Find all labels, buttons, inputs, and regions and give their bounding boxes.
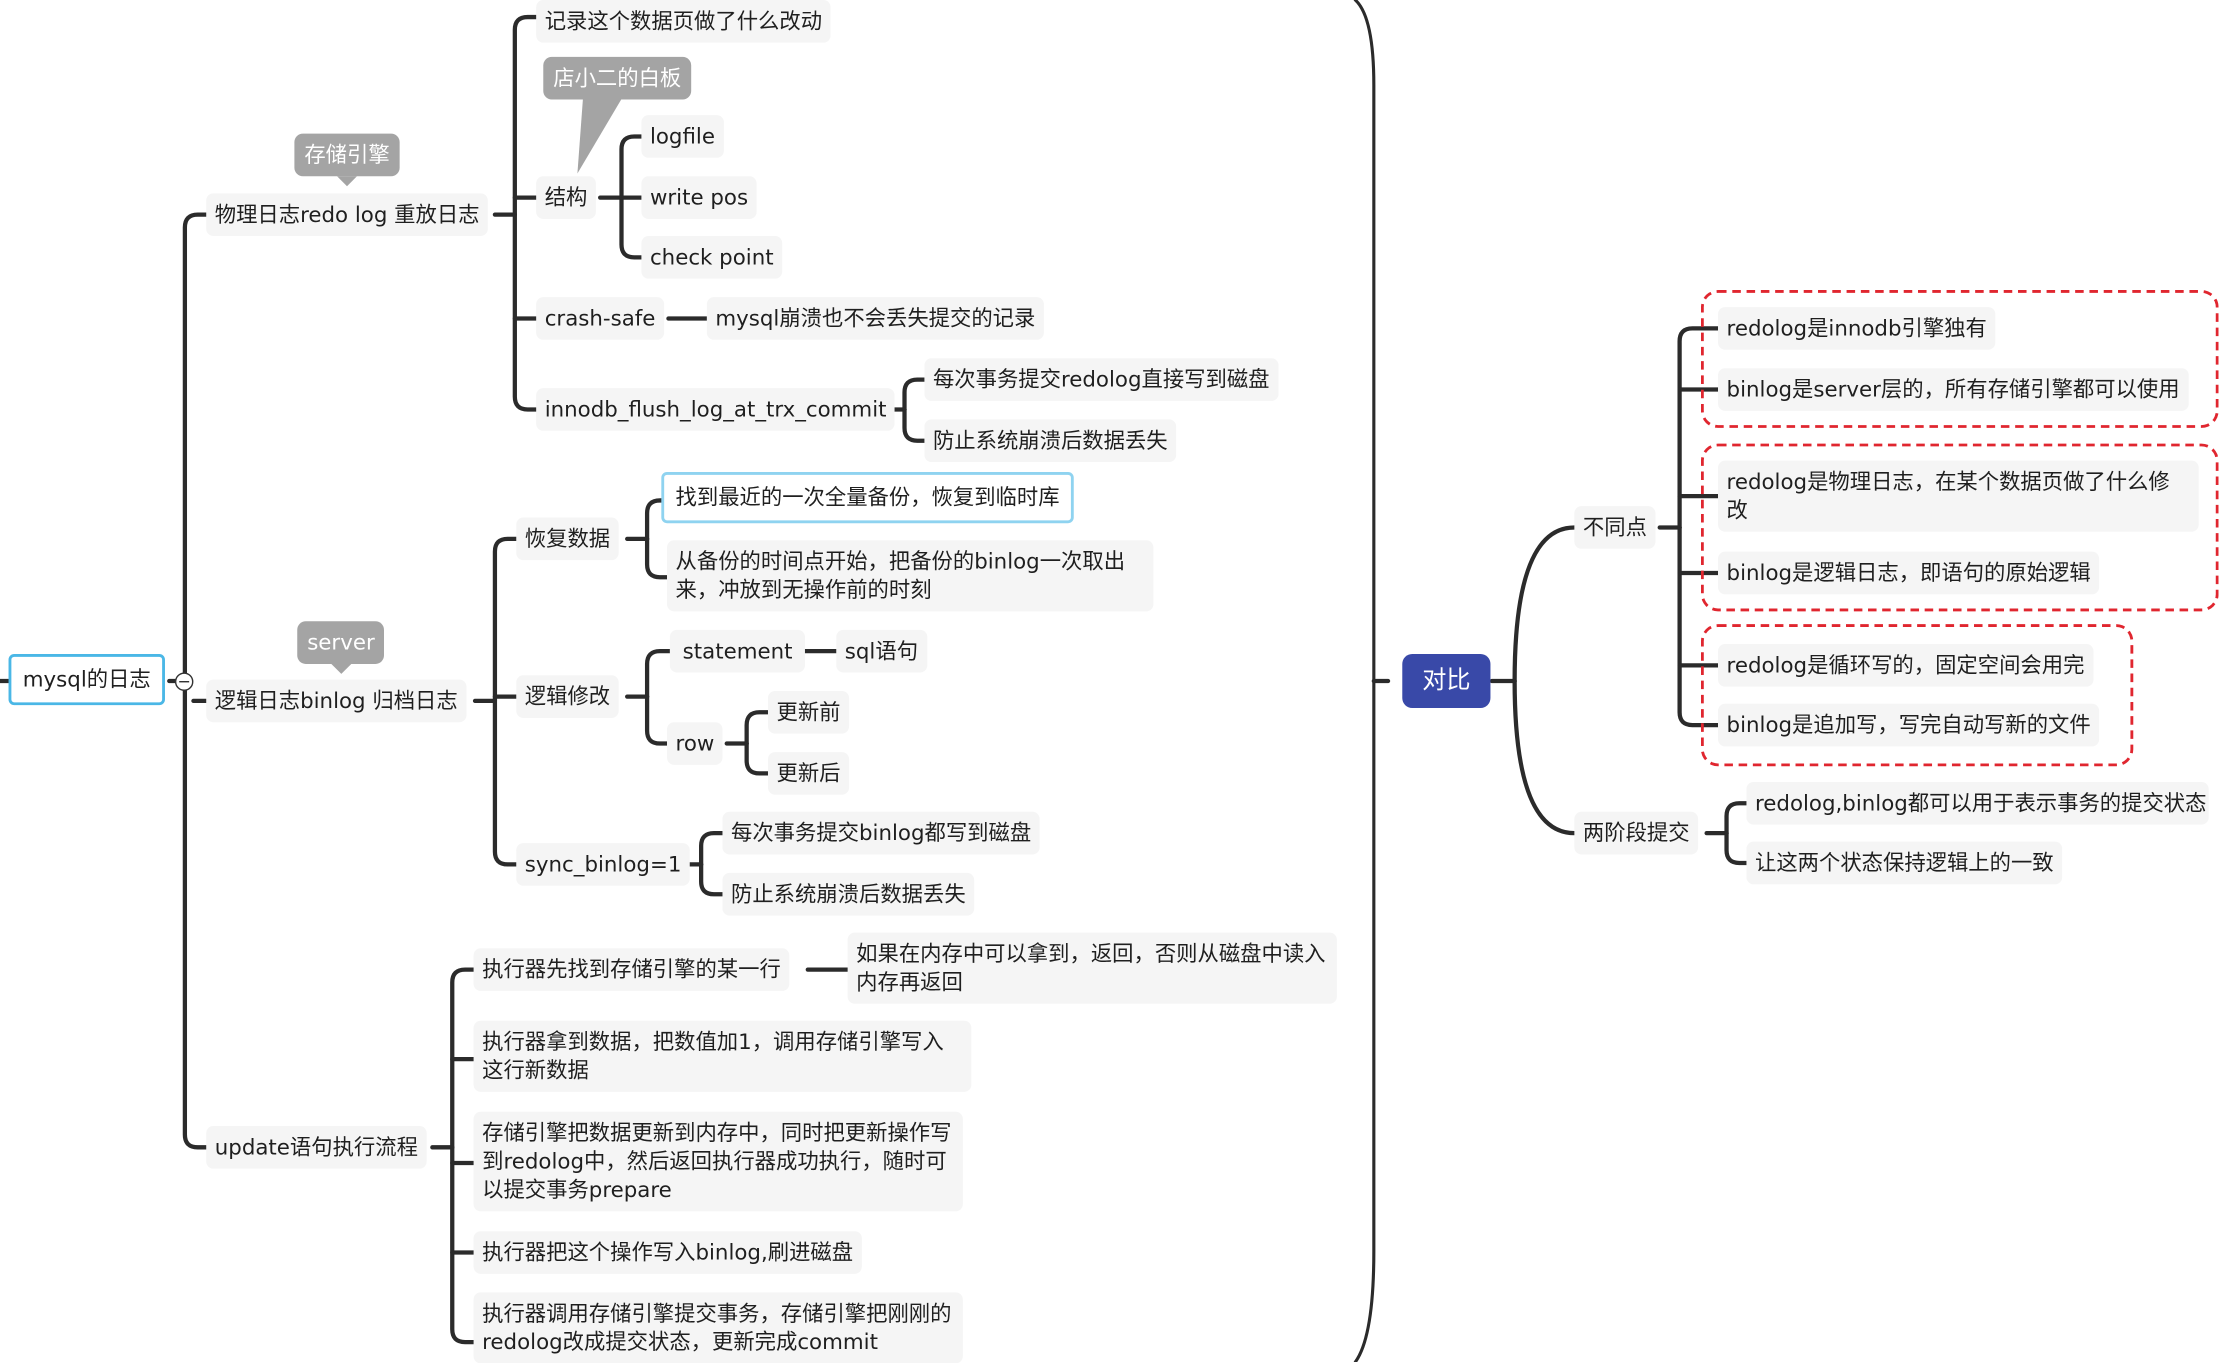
- two-phase-item-2[interactable]: 让这两个状态保持逻辑上的一致: [1746, 841, 2063, 885]
- update-step-4[interactable]: 执行器把这个操作写入binlog,刷进磁盘: [473, 1231, 862, 1274]
- recover-step-1[interactable]: 找到最近的一次全量备份，恢复到临时库: [661, 472, 1074, 524]
- update-flow-node[interactable]: update语句执行流程: [206, 1125, 427, 1169]
- update-step-5[interactable]: 执行器调用存储引擎提交事务，存储引擎把刚刚的redolog改成提交状态，更新完成…: [473, 1292, 963, 1363]
- sync-detail-2[interactable]: 防止系统崩溃后数据丢失: [722, 872, 975, 916]
- row-after-node[interactable]: 更新后: [767, 752, 850, 795]
- diff-item-4[interactable]: binlog是逻辑日志，即语句的原始逻辑: [1718, 551, 2100, 595]
- statement-node[interactable]: statement: [669, 629, 806, 673]
- whiteboard-callout: 店小二的白板: [543, 56, 692, 100]
- diff-item-3[interactable]: redolog是物理日志，在某个数据页做了什么修改: [1718, 460, 2199, 532]
- crash-safe-node[interactable]: crash-safe: [536, 297, 664, 340]
- row-node[interactable]: row: [667, 722, 723, 765]
- write-pos-node[interactable]: write pos: [641, 176, 757, 219]
- flush-log-node[interactable]: innodb_flush_log_at_trx_commit: [536, 388, 896, 431]
- logfile-node[interactable]: logfile: [641, 115, 724, 158]
- diff-item-5[interactable]: redolog是循环写的，固定空间会用完: [1718, 644, 2093, 687]
- update-step-2[interactable]: 执行器拿到数据，把数值加1，调用存储引擎写入这行新数据: [473, 1020, 972, 1092]
- recover-data-node[interactable]: 恢复数据: [516, 517, 619, 561]
- update-step-3[interactable]: 存储引擎把数据更新到内存中，同时把更新操作写到redolog中，然后返回执行器成…: [473, 1111, 963, 1212]
- check-point-node[interactable]: check point: [641, 236, 783, 279]
- two-phase-commit-node[interactable]: 两阶段提交: [1574, 811, 1699, 855]
- server-tag: server: [297, 621, 385, 674]
- redo-record-node[interactable]: 记录这个数据页做了什么改动: [536, 0, 831, 43]
- structure-node[interactable]: 结构: [536, 176, 596, 219]
- sql-statement-node[interactable]: sql语句: [836, 629, 927, 673]
- flush-detail-2[interactable]: 防止系统崩溃后数据丢失: [924, 419, 1177, 463]
- compare-center-node[interactable]: 对比: [1402, 653, 1491, 709]
- update-step-1-detail[interactable]: 如果在内存中可以拿到，返回，否则从磁盘中读入内存再返回: [847, 932, 1337, 1004]
- binlog-node[interactable]: 逻辑日志binlog 归档日志: [206, 679, 467, 723]
- row-before-node[interactable]: 更新前: [767, 690, 850, 734]
- logic-change-node[interactable]: 逻辑修改: [516, 675, 619, 718]
- redo-log-node[interactable]: 物理日志redo log 重放日志: [206, 193, 489, 237]
- diff-item-6[interactable]: binlog是追加写，写完自动写新的文件: [1718, 703, 2100, 747]
- callout-pointer: [577, 96, 623, 174]
- dashed-group-engine: [1700, 290, 2219, 428]
- big-brace: [1353, 0, 1376, 1362]
- update-step-1[interactable]: 执行器先找到存储引擎的某一行: [473, 948, 790, 991]
- diff-item-2[interactable]: binlog是server层的，所有存储引擎都可以使用: [1718, 368, 2189, 411]
- storage-engine-tag: 存储引擎: [294, 133, 400, 187]
- crash-safe-detail-node[interactable]: mysql崩溃也不会丢失提交的记录: [706, 297, 1044, 340]
- collapse-icon[interactable]: [174, 672, 194, 691]
- two-phase-item-1[interactable]: redolog,binlog都可以用于表示事务的提交状态: [1746, 781, 2210, 825]
- difference-node[interactable]: 不同点: [1574, 506, 1656, 549]
- flush-detail-1[interactable]: 每次事务提交redolog直接写到磁盘: [924, 358, 1279, 401]
- recover-step-2[interactable]: 从备份的时间点开始，把备份的binlog一次取出来，冲放到无操作前的时刻: [667, 540, 1154, 612]
- sync-binlog-node[interactable]: sync_binlog=1: [516, 843, 690, 886]
- root-node[interactable]: mysql的日志: [8, 653, 165, 706]
- sync-detail-1[interactable]: 每次事务提交binlog都写到磁盘: [722, 811, 1040, 855]
- diff-item-1[interactable]: redolog是innodb引擎独有: [1718, 307, 1996, 350]
- dashed-group-log-type: [1700, 443, 2219, 612]
- dashed-group-write-mode: [1700, 624, 2134, 767]
